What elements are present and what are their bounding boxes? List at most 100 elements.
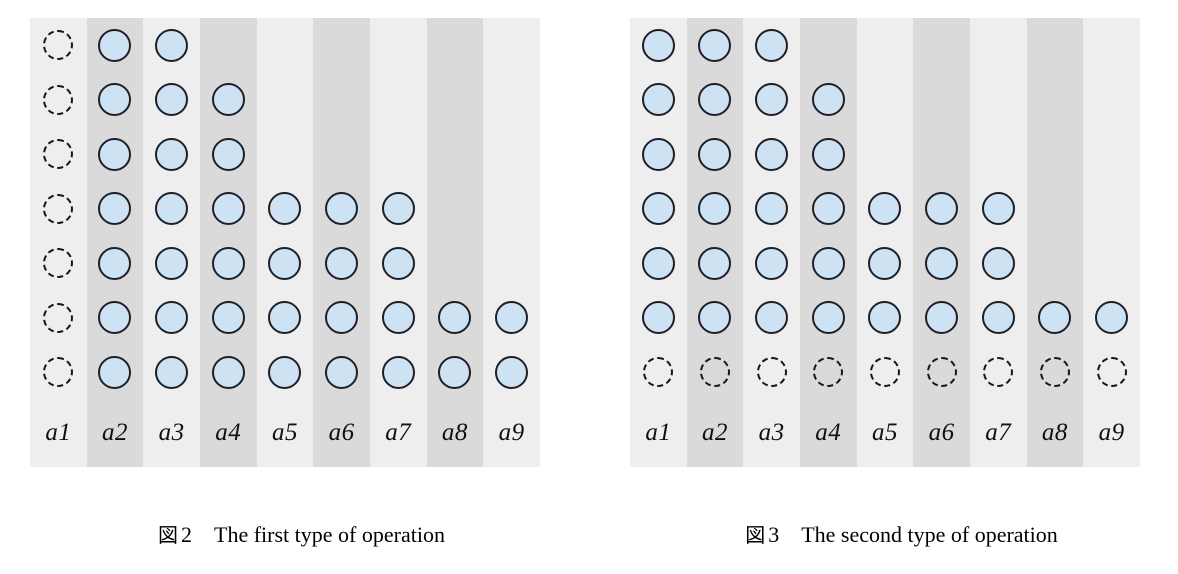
grid-cell bbox=[1027, 291, 1084, 346]
grid-cell bbox=[1083, 236, 1140, 291]
grid-cell bbox=[1083, 182, 1140, 237]
grid-cell bbox=[427, 182, 484, 237]
dashed-circle-icon bbox=[43, 248, 74, 279]
grid-cell bbox=[87, 73, 144, 128]
grid-cell bbox=[143, 345, 200, 400]
column-label-a4: a4 bbox=[815, 419, 842, 447]
filled-circle-icon bbox=[155, 355, 189, 389]
grid-cell bbox=[87, 291, 144, 346]
grid-cell bbox=[687, 73, 744, 128]
grid-cell bbox=[743, 291, 800, 346]
grid-cell bbox=[1083, 127, 1140, 182]
grid-column-a2: a2 bbox=[86, 18, 144, 467]
grid-cell bbox=[370, 182, 427, 237]
column-label-a4: a4 bbox=[215, 419, 242, 447]
grid-cell bbox=[257, 236, 314, 291]
grid-cell bbox=[30, 18, 87, 73]
filled-circle-icon bbox=[868, 246, 902, 280]
figure-mark-icon: 図 bbox=[158, 523, 179, 547]
grid-cell bbox=[200, 73, 257, 128]
grid-cell bbox=[483, 182, 540, 237]
grid-cell bbox=[257, 291, 314, 346]
grid-cell bbox=[30, 182, 87, 237]
grid-cell bbox=[743, 236, 800, 291]
filled-circle-icon bbox=[641, 301, 675, 335]
grid-cell bbox=[257, 18, 314, 73]
grid-cell bbox=[970, 291, 1027, 346]
column-label-a9: a9 bbox=[1098, 419, 1125, 447]
grid-cell bbox=[1027, 73, 1084, 128]
grid-cell bbox=[427, 236, 484, 291]
grid-cell bbox=[687, 182, 744, 237]
grid-column-a5: a5 bbox=[256, 18, 314, 467]
filled-circle-icon bbox=[698, 83, 732, 117]
grid-cell bbox=[630, 127, 687, 182]
grid-cell bbox=[483, 127, 540, 182]
filled-circle-icon bbox=[755, 137, 789, 171]
grid-cell bbox=[427, 291, 484, 346]
grid-cell bbox=[1027, 236, 1084, 291]
grid-column-a7: a7 bbox=[969, 18, 1027, 467]
grid-cell bbox=[743, 18, 800, 73]
grid-cell bbox=[313, 73, 370, 128]
grid-cell bbox=[30, 236, 87, 291]
filled-circle-icon bbox=[755, 192, 789, 226]
grid-cell bbox=[30, 73, 87, 128]
grid-cell bbox=[1027, 345, 1084, 400]
filled-circle-icon bbox=[641, 246, 675, 280]
grid-cell bbox=[687, 127, 744, 182]
grid-column-a6: a6 bbox=[913, 18, 970, 467]
grid-cell bbox=[87, 236, 144, 291]
grid-cell bbox=[857, 182, 914, 237]
filled-circle-icon bbox=[268, 355, 302, 389]
filled-circle-icon bbox=[211, 83, 245, 117]
dashed-circle-icon bbox=[43, 30, 74, 61]
grid-cell bbox=[800, 345, 857, 400]
filled-circle-icon bbox=[868, 301, 902, 335]
filled-circle-icon bbox=[981, 192, 1015, 226]
grid-cell bbox=[1083, 18, 1140, 73]
dashed-circle-icon bbox=[869, 357, 900, 388]
filled-circle-icon bbox=[641, 83, 675, 117]
grid-column-a8: a8 bbox=[1026, 18, 1084, 467]
dashed-circle-icon bbox=[43, 139, 74, 170]
grid-cell bbox=[257, 182, 314, 237]
grid-cell bbox=[200, 345, 257, 400]
grid-cell bbox=[313, 182, 370, 237]
grid-column-a4: a4 bbox=[199, 18, 257, 467]
grid-cell bbox=[87, 127, 144, 182]
filled-circle-icon bbox=[698, 192, 732, 226]
grid-cell bbox=[257, 345, 314, 400]
grid-cell bbox=[913, 182, 970, 237]
filled-circle-icon bbox=[925, 246, 959, 280]
dashed-circle-icon bbox=[643, 357, 674, 388]
grid-cell bbox=[1083, 73, 1140, 128]
grid-column-a1: a1 bbox=[30, 18, 87, 467]
filled-circle-icon bbox=[211, 137, 245, 171]
column-label-a7: a7 bbox=[385, 419, 412, 447]
grid-cell bbox=[630, 18, 687, 73]
filled-circle-icon bbox=[811, 246, 845, 280]
grid-cell bbox=[913, 236, 970, 291]
filled-circle-icon bbox=[325, 301, 359, 335]
dashed-circle-icon bbox=[43, 193, 74, 224]
grid-cell bbox=[913, 18, 970, 73]
filled-circle-icon bbox=[268, 192, 302, 226]
grid-cell bbox=[370, 73, 427, 128]
filled-circle-icon bbox=[641, 28, 675, 62]
grid-cell bbox=[257, 73, 314, 128]
dashed-circle-icon bbox=[756, 357, 787, 388]
grid-column-a3: a3 bbox=[743, 18, 800, 467]
column-label-a9: a9 bbox=[498, 419, 525, 447]
filled-circle-icon bbox=[98, 355, 132, 389]
grid-cell bbox=[687, 345, 744, 400]
grid-column-a1: a1 bbox=[630, 18, 687, 467]
filled-circle-icon bbox=[155, 137, 189, 171]
filled-circle-icon bbox=[211, 192, 245, 226]
grid-cell bbox=[313, 345, 370, 400]
